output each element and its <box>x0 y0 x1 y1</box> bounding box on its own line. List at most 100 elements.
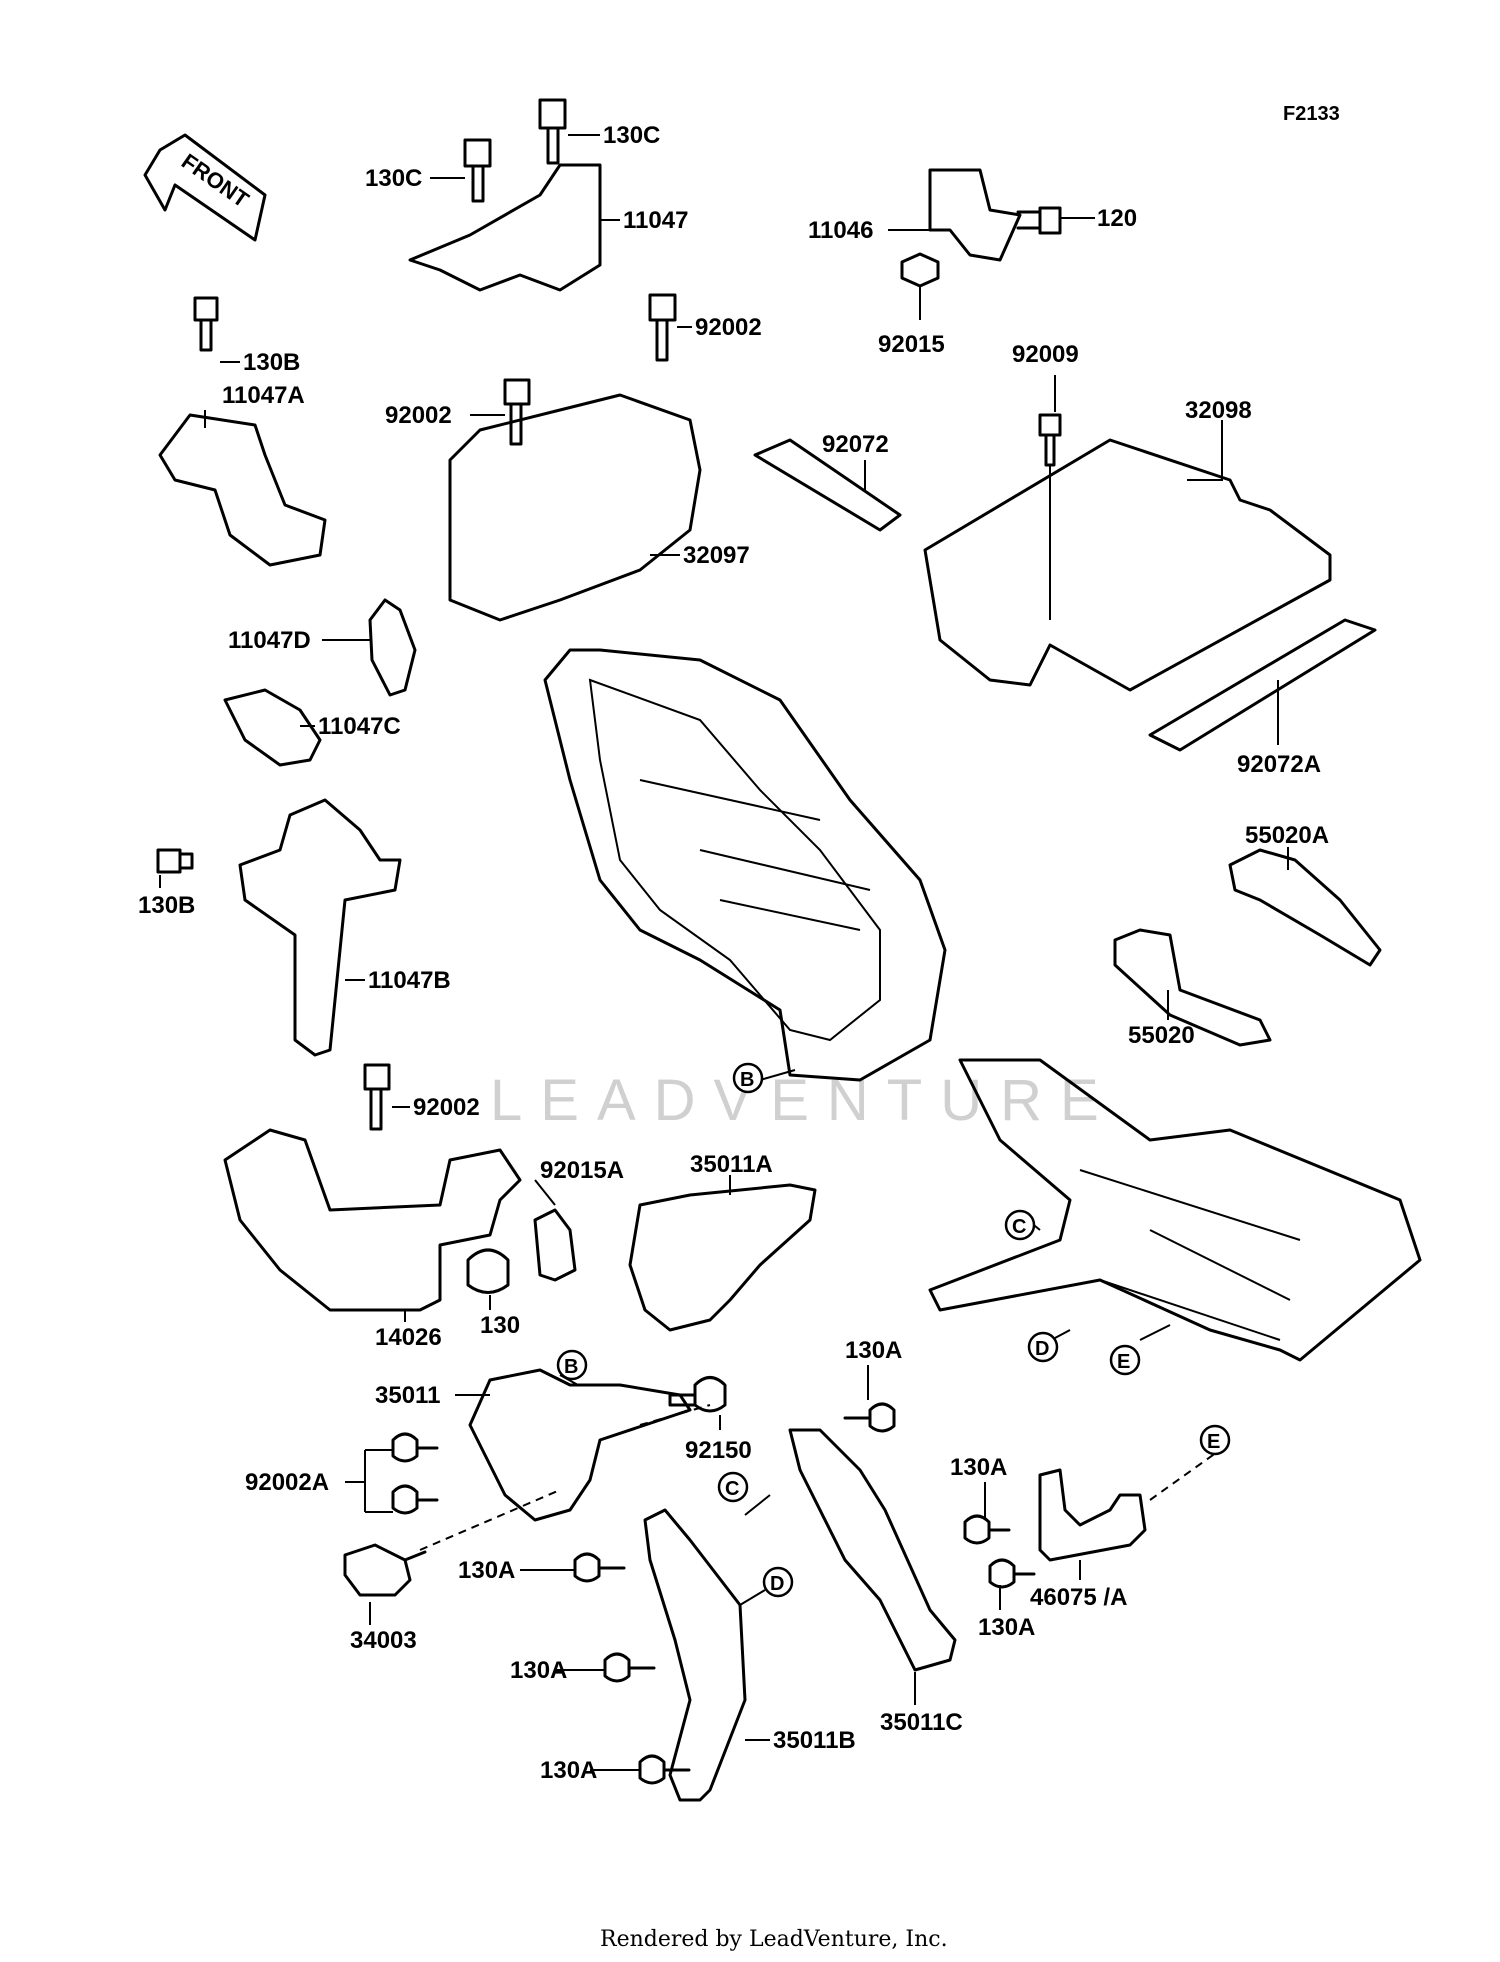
svg-text:B: B <box>740 1069 754 1091</box>
svg-text:D: D <box>770 1573 784 1595</box>
rear-subframe-inner <box>1079 1169 1301 1341</box>
bolt-130A-b <box>573 1552 626 1583</box>
label-92015A: 92015A <box>540 1157 624 1184</box>
label-11046: 11046 <box>808 217 873 244</box>
label-130B-b: 130B <box>138 892 195 919</box>
ref-E-bracket: E <box>1199 1424 1231 1456</box>
svg-text:E: E <box>1207 1431 1220 1453</box>
label-11047A: 11047A <box>222 382 305 409</box>
rear-subframe <box>928 1058 1422 1362</box>
ref-C-subframe: C <box>1004 1209 1036 1241</box>
strap-92072 <box>753 438 902 532</box>
label-35011B: 35011B <box>773 1727 856 1754</box>
label-92072A: 92072A <box>1237 751 1321 778</box>
label-32097: 32097 <box>683 542 750 569</box>
label-130A-e: 130A <box>950 1454 1007 1481</box>
label-11047B: 11047B <box>368 967 451 994</box>
bolt-120 <box>1016 206 1062 235</box>
ref-D-bracket: D <box>762 1566 794 1598</box>
bracket-11047 <box>408 163 602 292</box>
bolt-92002-a <box>648 293 677 362</box>
label-92072: 92072 <box>822 431 889 458</box>
ref-C-bracket: C <box>717 1471 749 1503</box>
dash-34003 <box>419 1489 561 1551</box>
ref-B-bracket: B <box>556 1349 588 1381</box>
label-130B-a: 130B <box>243 349 300 376</box>
label-11047: 11047 <box>623 207 688 234</box>
label-130C-a: 130C <box>603 122 660 149</box>
leader-lines <box>159 134 1289 1771</box>
label-130A-a: 130A <box>845 1337 902 1364</box>
bracket-35011C <box>788 1428 957 1672</box>
ref-B-frame: B <box>732 1062 764 1094</box>
dash-46075-E <box>1149 1449 1221 1501</box>
bolt-130A-d <box>638 1754 691 1785</box>
label-92015: 92015 <box>878 331 945 358</box>
bolt-92150 <box>668 1376 727 1413</box>
label-34003: 34003 <box>350 1627 417 1654</box>
bolt-130A-e <box>963 1514 1011 1545</box>
bolt-92002A-b <box>391 1484 439 1515</box>
bolt-92002A-a <box>391 1432 439 1463</box>
bolt-92002-b <box>503 378 531 446</box>
bolt-130A-c <box>603 1652 656 1683</box>
main-frame <box>543 648 947 1082</box>
plate-11047C <box>223 688 322 767</box>
label-35011C: 35011C <box>880 1709 963 1736</box>
clevis-34003 <box>343 1543 427 1597</box>
label-11047C: 11047C <box>318 713 401 740</box>
watermark: LEADVENTURE <box>490 1068 1117 1133</box>
ref-E-subframe: E <box>1109 1344 1141 1376</box>
bolt-92002-c <box>363 1063 391 1131</box>
label-130: 130 <box>480 1312 520 1339</box>
nut-92015 <box>900 252 940 288</box>
main-frame-inner <box>588 678 881 1042</box>
bracket-11047B <box>238 798 402 1057</box>
label-92002-b: 92002 <box>385 402 452 429</box>
label-55020A: 55020A <box>1245 822 1329 849</box>
bolt-92009 <box>1038 413 1062 467</box>
strap-92072A <box>1148 618 1377 752</box>
svg-text:D: D <box>1035 1338 1049 1360</box>
label-92002A: 92002A <box>245 1469 329 1496</box>
bolt-130A-f <box>988 1558 1036 1589</box>
cover-14026 <box>223 1128 522 1312</box>
label-55020: 55020 <box>1128 1022 1195 1049</box>
label-130A-f: 130A <box>978 1614 1035 1641</box>
battery-case-32097 <box>448 393 702 622</box>
plate-55020A <box>1228 848 1382 967</box>
label-130C-b: 130C <box>365 165 422 192</box>
tray-32098 <box>923 438 1332 692</box>
bolt-130B-a <box>193 296 219 352</box>
front-arrow-icon: FRONT <box>143 133 267 242</box>
bolt-130C-a <box>538 98 567 165</box>
clip-92015A <box>533 1208 577 1282</box>
bolt-130B-b <box>156 848 194 874</box>
label-35011: 35011 <box>375 1382 440 1409</box>
main-frame-cross <box>639 779 871 931</box>
clamp-11046 <box>928 168 1022 262</box>
svg-text:B: B <box>564 1356 578 1378</box>
label-32098: 32098 <box>1185 397 1252 424</box>
label-92009: 92009 <box>1012 341 1079 368</box>
label-92002-a: 92002 <box>695 314 762 341</box>
svg-text:E: E <box>1117 1351 1130 1373</box>
label-130A-d: 130A <box>540 1757 597 1784</box>
label-130A-b: 130A <box>458 1557 515 1584</box>
label-130A-c: 130A <box>510 1657 567 1684</box>
bracket-35011A <box>628 1183 817 1332</box>
figure-code: F2133 <box>1283 103 1340 125</box>
label-35011A: 35011A <box>690 1151 773 1178</box>
label-92002-c: 92002 <box>413 1094 480 1121</box>
footer-credit: Rendered by LeadVenture, Inc. <box>600 1927 948 1952</box>
ref-D-subframe: D <box>1027 1331 1059 1363</box>
label-14026: 14026 <box>375 1324 442 1351</box>
bracket-35011 <box>468 1368 692 1522</box>
label-11047D: 11047D <box>228 627 311 654</box>
label-120: 120 <box>1097 205 1137 232</box>
label-92150: 92150 <box>685 1437 752 1464</box>
bracket-35011B <box>643 1508 747 1802</box>
plate-55020 <box>1113 928 1272 1047</box>
bracket-11047A <box>158 413 327 567</box>
